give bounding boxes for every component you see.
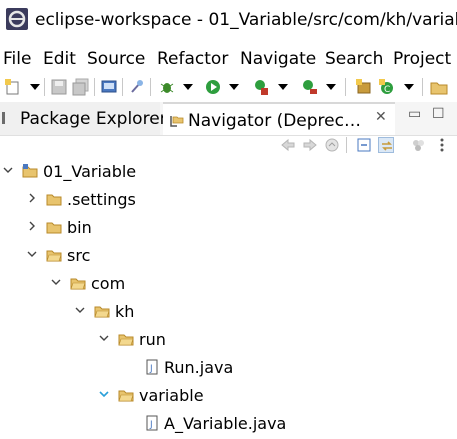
java-file-icon: J: [144, 415, 160, 431]
menu-search[interactable]: Search: [325, 49, 384, 69]
debug-dropdown-caret[interactable]: [183, 84, 193, 90]
tree-item-run-java[interactable]: J Run.java: [0, 354, 457, 382]
menu-project[interactable]: Project: [393, 49, 452, 69]
chevron-right-icon[interactable]: [26, 220, 38, 232]
chevron-down-icon[interactable]: [98, 332, 110, 344]
terminal-icon[interactable]: [100, 78, 118, 96]
chevron-down-icon[interactable]: [50, 276, 62, 288]
view-tab-row: Package Explorer Navigator (Deprecated) …: [0, 102, 457, 136]
chevron-down-icon[interactable]: [2, 164, 14, 176]
folder-icon: [46, 219, 62, 235]
tree-item-settings[interactable]: .settings: [0, 186, 457, 214]
toolbar-separator: [346, 137, 347, 153]
tree-item-label: src: [67, 246, 91, 265]
tree-item-com[interactable]: com: [0, 270, 457, 298]
save-icon[interactable]: [50, 78, 68, 96]
minimize-icon[interactable]: ▭: [408, 106, 422, 122]
tree-item-label: A_Variable.java: [164, 414, 287, 433]
folder-open-icon: [46, 247, 62, 263]
folder-open-icon: [70, 275, 86, 291]
filters-icon[interactable]: [411, 137, 427, 153]
tree-item-label: run: [139, 330, 166, 349]
folder-icon: [46, 191, 62, 207]
pin-icon[interactable]: [128, 78, 146, 96]
tree-item-label: variable: [139, 386, 204, 405]
external-tools-icon[interactable]: [300, 78, 318, 96]
tab-package-explorer[interactable]: Package Explorer: [0, 102, 167, 135]
save-all-icon[interactable]: [72, 78, 90, 96]
main-toolbar: C: [0, 74, 457, 100]
tree-item-bin[interactable]: bin: [0, 214, 457, 242]
toolbar-separator: [122, 78, 123, 96]
title-bar: eclipse-workspace - 01_Variable/src/com/…: [0, 0, 457, 44]
folder-open-icon: [118, 331, 134, 347]
new-icon[interactable]: [4, 78, 22, 96]
new-java-package-icon[interactable]: [355, 78, 373, 96]
forward-icon[interactable]: [302, 137, 318, 153]
menu-bar: File Edit Source Refactor Navigate Searc…: [0, 46, 457, 72]
menu-file[interactable]: File: [3, 49, 32, 69]
new-class-dropdown-caret[interactable]: [404, 84, 414, 90]
tree-item-label: Run.java: [164, 358, 234, 377]
navigator-tree: 01_Variable .settings bin src: [0, 158, 457, 439]
toolbar-separator: [345, 78, 346, 96]
tab-package-explorer-label: Package Explorer: [20, 109, 167, 129]
tab-navigator-label: Navigator (Deprecated): [188, 111, 366, 131]
external-tools-dropdown-caret[interactable]: [326, 84, 336, 90]
chevron-down-icon[interactable]: [26, 248, 38, 260]
coverage-icon[interactable]: [252, 78, 270, 96]
folder-open-icon: [118, 387, 134, 403]
view-toolbar: [0, 136, 457, 156]
tree-item-kh[interactable]: kh: [0, 298, 457, 326]
menu-source[interactable]: Source: [87, 49, 146, 69]
toolbar-separator: [94, 78, 95, 96]
coverage-dropdown-caret[interactable]: [278, 84, 288, 90]
debug-icon[interactable]: [158, 78, 176, 96]
chevron-down-icon[interactable]: [98, 388, 110, 400]
java-file-icon: J: [144, 359, 160, 375]
menu-edit[interactable]: Edit: [43, 49, 76, 69]
menu-navigate[interactable]: Navigate: [240, 49, 317, 69]
navigator-icon: [169, 113, 185, 129]
tab-navigator[interactable]: Navigator (Deprecated): [163, 102, 395, 135]
close-icon[interactable]: ✕: [375, 109, 387, 125]
tree-item-label: .settings: [67, 190, 136, 209]
window-title: eclipse-workspace - 01_Variable/src/com/…: [35, 10, 457, 30]
run-icon[interactable]: [204, 78, 222, 96]
folder-open-icon: [94, 303, 110, 319]
open-folder-icon[interactable]: [430, 78, 448, 96]
collapse-all-icon[interactable]: [356, 137, 372, 153]
java-project-icon: [22, 163, 38, 179]
svg-text:C: C: [384, 85, 390, 95]
tree-item-variable[interactable]: variable: [0, 382, 457, 410]
toolbar-separator: [44, 78, 45, 96]
toolbar-separator: [422, 78, 423, 96]
run-dropdown-caret[interactable]: [229, 84, 239, 90]
tree-item-label: bin: [67, 218, 92, 237]
eclipse-icon: [6, 8, 28, 30]
tree-item-project[interactable]: 01_Variable: [0, 158, 457, 186]
chevron-down-icon[interactable]: [74, 304, 86, 316]
toolbar-separator: [150, 78, 151, 96]
tree-item-label: 01_Variable: [43, 162, 137, 181]
chevron-right-icon[interactable]: [26, 192, 38, 204]
tree-item-run[interactable]: run: [0, 326, 457, 354]
new-java-class-icon[interactable]: C: [378, 78, 396, 96]
svg-text:J: J: [149, 364, 153, 374]
tree-item-label: kh: [115, 302, 135, 321]
tree-item-src[interactable]: src: [0, 242, 457, 270]
home-icon[interactable]: [324, 137, 340, 153]
back-icon[interactable]: [280, 137, 296, 153]
tree-item-label: com: [91, 274, 126, 293]
new-dropdown-caret[interactable]: [30, 84, 40, 90]
link-with-editor-icon[interactable]: [378, 137, 394, 153]
svg-text:J: J: [149, 420, 153, 430]
package-explorer-icon: [2, 110, 5, 126]
menu-refactor[interactable]: Refactor: [157, 49, 229, 69]
view-menu-icon[interactable]: [434, 137, 450, 153]
tree-item-a-variable-java[interactable]: J A_Variable.java: [0, 410, 457, 438]
maximize-icon[interactable]: ☐: [432, 106, 445, 122]
